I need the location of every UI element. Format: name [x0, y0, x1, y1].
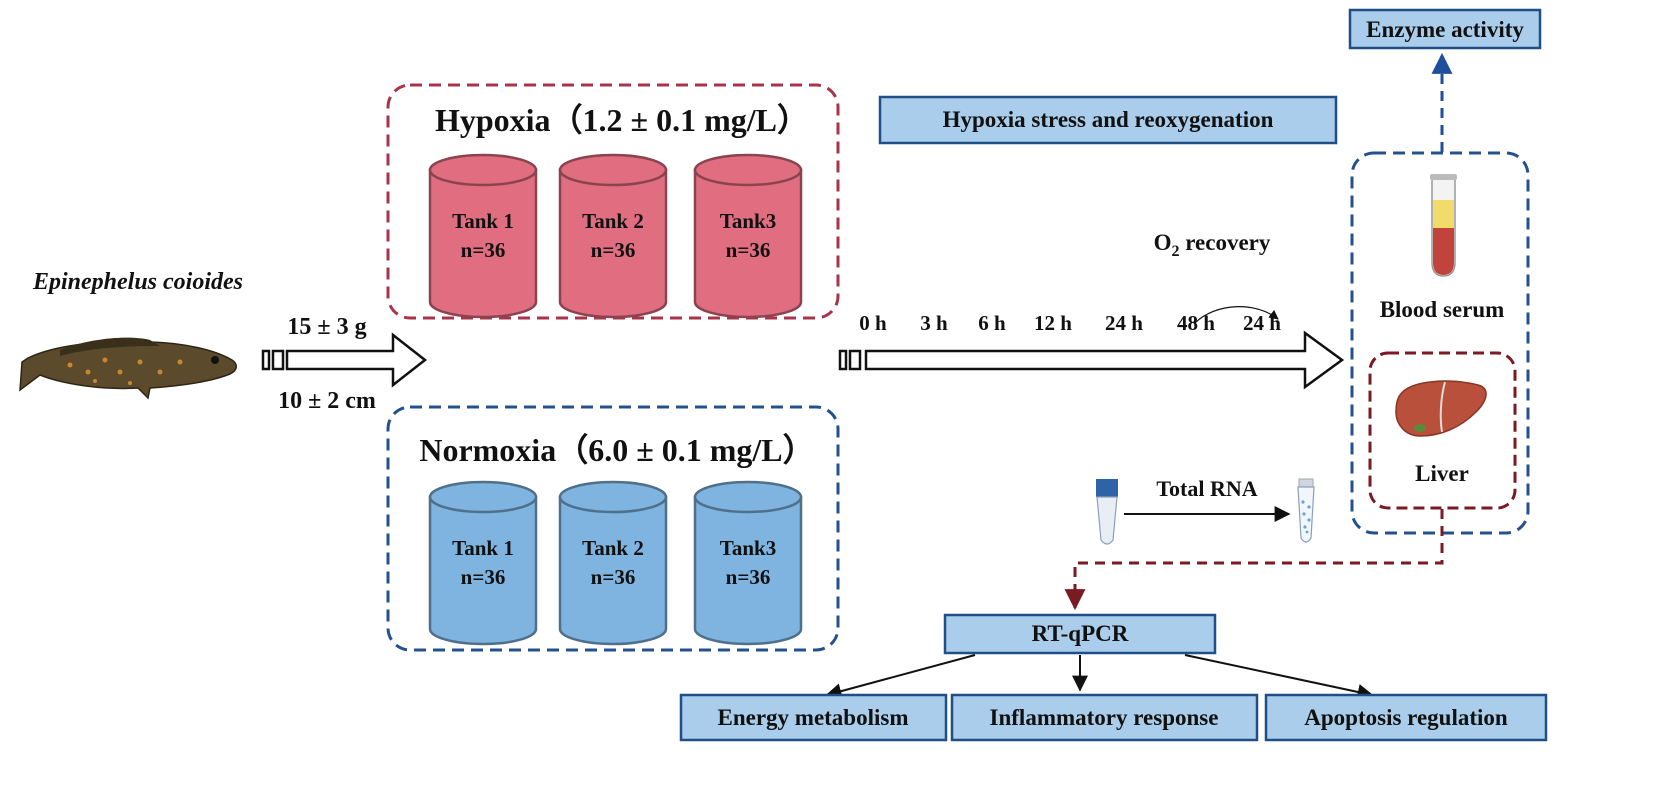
energy-metabolism-label: Energy metabolism [717, 705, 908, 730]
fish-weight-label: 15 ± 3 g [287, 314, 366, 340]
normoxia-tanks: Tank 1 n=36 Tank 2 n=36 Tank3 n=36 [428, 480, 803, 646]
blood-serum-label: Blood serum [1380, 297, 1505, 322]
timepoint-label: 0 h [859, 311, 887, 335]
normoxia-tank-3: Tank3 n=36 [693, 480, 803, 646]
liver-container [1368, 351, 1517, 510]
timepoint-label: 24 h [1243, 311, 1281, 335]
species-name: Epinephelus coioides [32, 269, 243, 295]
sampling-container [1350, 151, 1530, 535]
tank-label: Tank3 [720, 536, 776, 560]
energy-metabolism-box [679, 693, 948, 742]
rna-tube-icon [1297, 478, 1315, 543]
hypoxia-tank-2: Tank 2 n=36 [558, 153, 668, 319]
fish-icon [19, 337, 237, 400]
tank-sample-size: n=36 [591, 238, 636, 262]
process-label-box [878, 95, 1338, 145]
rtqpcr-box [943, 613, 1217, 655]
tank-label: Tank3 [720, 209, 776, 233]
tank-sample-size: n=36 [591, 565, 636, 589]
tank-label: Tank 1 [452, 209, 514, 233]
enzyme-activity-box [1348, 8, 1542, 50]
recovery-curve-arrow [1194, 306, 1279, 324]
sample-tube-icon [1096, 479, 1118, 545]
timeline-arrow [838, 330, 1345, 390]
apoptosis-regulation-box [1264, 693, 1548, 742]
rtqpcr-label: RT-qPCR [1032, 621, 1129, 646]
timepoint-label: 48 h [1177, 311, 1215, 335]
normoxia-tank-2: Tank 2 n=36 [558, 480, 668, 646]
process-label: Hypoxia stress and reoxygenation [943, 107, 1274, 132]
timepoint-label: 24 h [1105, 311, 1143, 335]
total-rna-label: Total RNA [1156, 476, 1257, 501]
hypoxia-tank-3: Tank3 n=36 [693, 153, 803, 319]
arrow-to-energy-metabolism [825, 654, 976, 699]
tank-label: Tank 2 [582, 536, 644, 560]
liver-icon [1395, 380, 1487, 437]
tank-sample-size: n=36 [461, 238, 506, 262]
normoxia-group: Normoxia（6.0 ± 0.1 mg/L） [386, 405, 840, 652]
hypoxia-tank-1: Tank 1 n=36 [428, 153, 538, 319]
hypoxia-title: Hypoxia（1.2 ± 0.1 mg/L） [435, 102, 809, 138]
acclimation-arrow [261, 332, 428, 388]
tank-label: Tank 2 [582, 209, 644, 233]
o2-recovery-label: O2 recovery [1154, 230, 1271, 260]
blood-tube-icon [1430, 174, 1457, 277]
liver-label: Liver [1415, 461, 1469, 486]
liver-to-rtqpcr-arrow [1064, 509, 1444, 611]
timepoint-label: 6 h [978, 311, 1006, 335]
arrow-to-apoptosis-regulation [1184, 654, 1374, 700]
tank-sample-size: n=36 [726, 565, 771, 589]
normoxia-title: Normoxia（6.0 ± 0.1 mg/L） [419, 432, 814, 468]
timepoint-label: 12 h [1034, 311, 1072, 335]
apoptosis-regulation-label: Apoptosis regulation [1304, 705, 1508, 730]
tank-label: Tank 1 [452, 536, 514, 560]
normoxia-tank-1: Tank 1 n=36 [428, 480, 538, 646]
fish-length-label: 10 ± 2 cm [278, 388, 376, 414]
hypoxia-tanks: Tank 1 n=36 Tank 2 n=36 Tank3 n=36 [428, 153, 803, 319]
tank-sample-size: n=36 [726, 238, 771, 262]
inflammatory-response-box [950, 693, 1259, 742]
tank-sample-size: n=36 [461, 565, 506, 589]
inflammatory-response-label: Inflammatory response [990, 705, 1219, 730]
timepoint-labels: 0 h 3 h 6 h 12 h 24 h 48 h 24 h [859, 311, 1281, 335]
enzyme-activity-label: Enzyme activity [1366, 17, 1524, 42]
timepoint-label: 3 h [920, 311, 948, 335]
